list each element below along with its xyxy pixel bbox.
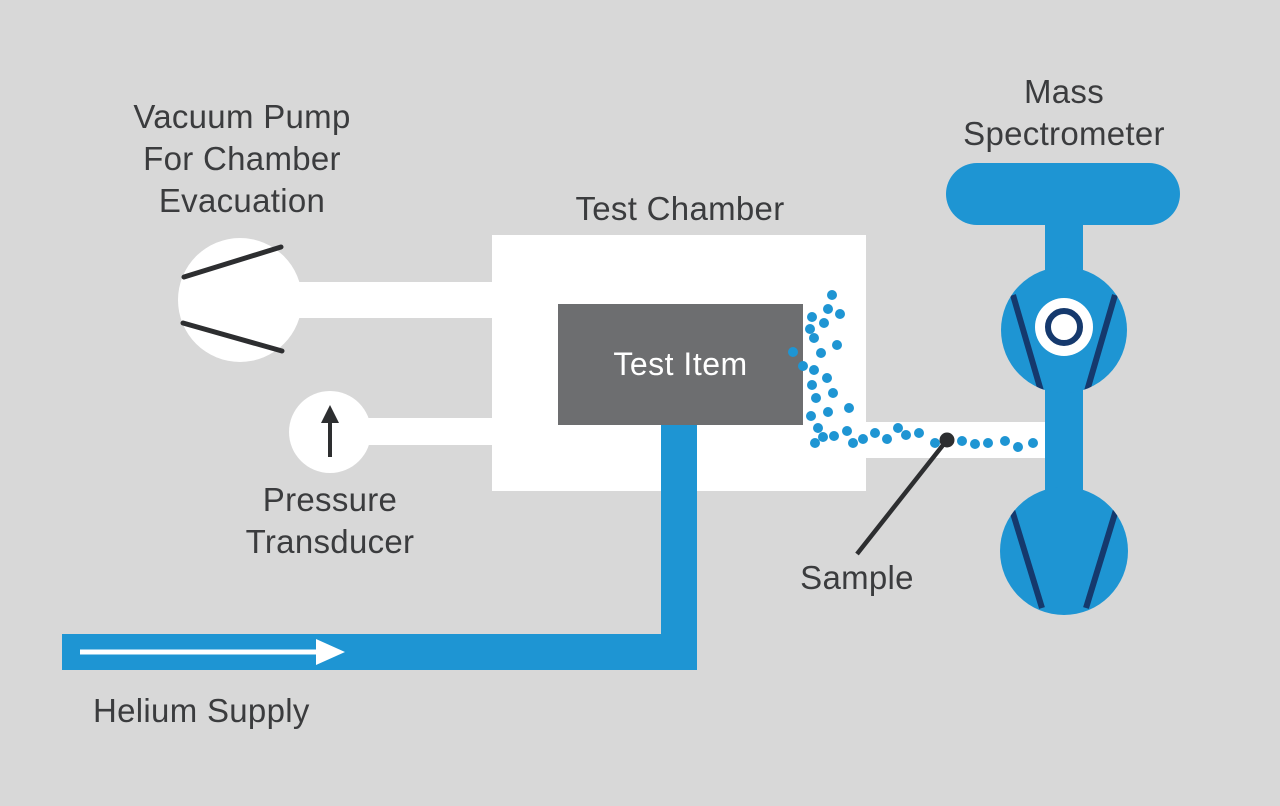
test-chamber-label: Test Chamber [575, 190, 785, 227]
helium-supply-pipe-vertical [661, 425, 697, 670]
turbo-pump-blades [1010, 294, 1118, 392]
mass-spectrometer-head [946, 163, 1180, 225]
helium-supply-label: Helium Supply [93, 692, 310, 729]
pressure-transducer-icon [289, 391, 371, 473]
vacuum-pump-label: Vacuum Pump For Chamber Evacuation [133, 98, 351, 219]
backing-pump-blades [1009, 509, 1119, 609]
blade-line [1010, 294, 1044, 392]
mass-spectrometer-label: Mass Spectrometer [963, 73, 1165, 152]
blade-line [1009, 509, 1045, 609]
sample-pipe [866, 422, 1047, 458]
vacuum-pump-icon [178, 238, 302, 362]
sample-label: Sample [800, 559, 914, 596]
test-item-label: Test Item [613, 346, 748, 382]
blade-line [1083, 509, 1119, 609]
turbo-pump-rotor-core [1045, 308, 1083, 346]
mass-spectrometer-turbo-pump-icon [1001, 267, 1127, 393]
pressure-transducer-label: Pressure Transducer [245, 481, 415, 560]
mass-spectrometer-backing-pump-icon [1000, 487, 1128, 615]
blade-line [1084, 294, 1118, 392]
helium-supply-pipe-horizontal [62, 634, 697, 670]
test-item-box: Test Item [558, 304, 803, 425]
